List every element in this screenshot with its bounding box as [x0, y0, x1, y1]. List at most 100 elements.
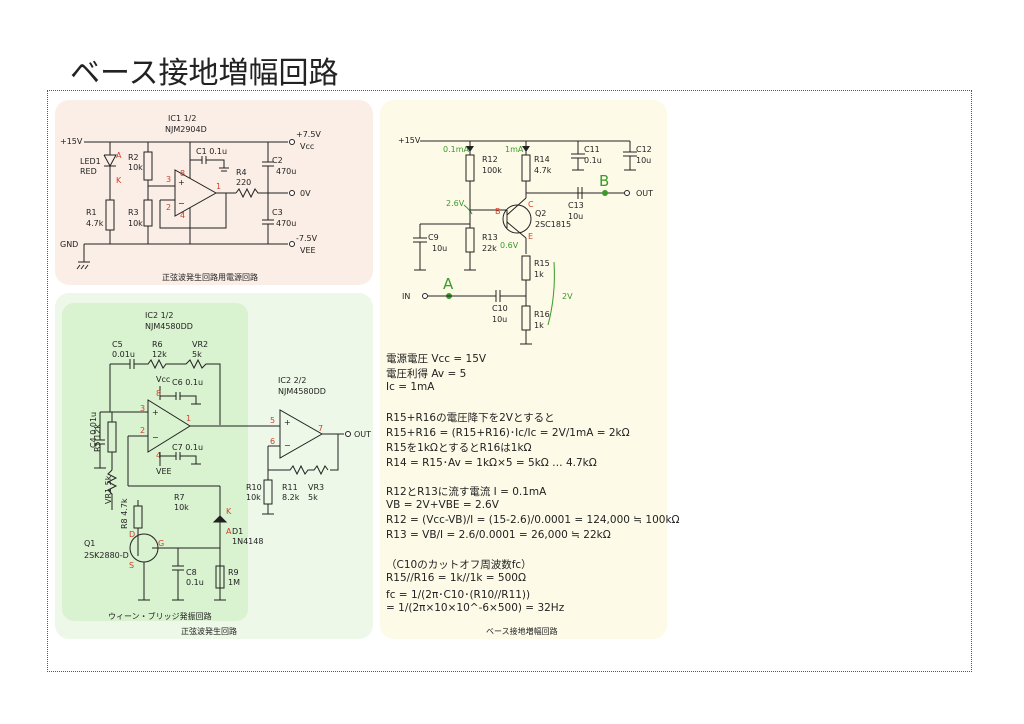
ic2b-wires: [267, 425, 344, 480]
ic2b-part: NJM4580DD: [278, 387, 326, 396]
r10-name: R10: [246, 483, 262, 492]
r10-value: 10k: [246, 493, 261, 502]
c10-name: C10: [492, 304, 508, 313]
d1-a: A: [226, 527, 232, 536]
power-vin: +15V: [60, 137, 83, 146]
c11-symbol: [571, 141, 585, 171]
r5-symbol: [107, 421, 117, 453]
r10-ground: [262, 504, 274, 515]
vr3-value: 5k: [308, 493, 318, 502]
c11-value: 0.1u: [584, 156, 602, 165]
c7-symbol: [159, 452, 201, 466]
calc-line: R14 = R15･Av = 1kΩ×5 = 5kΩ … 4.7kΩ: [386, 457, 597, 469]
ic1-wires: [148, 185, 236, 229]
amp-in-terminal: [422, 293, 428, 299]
ic2a-pin4: 4: [156, 451, 161, 460]
c5-value: 0.01u: [112, 350, 135, 359]
calc-line: R15//R16 = 1k//1k = 500Ω: [386, 572, 526, 584]
r1-symbol: [105, 199, 115, 231]
ic1-pin2: 2: [166, 203, 171, 212]
r12-symbol: [465, 154, 475, 182]
ic2b-pin5: 5: [270, 416, 275, 425]
r11-value: 8.2k: [282, 493, 300, 502]
r14-name: R14: [534, 155, 550, 164]
c12-name: C12: [636, 145, 652, 154]
ic2a-pin8: 8: [156, 389, 161, 398]
power-caption: 正弦波発生回路用電源回路: [162, 272, 258, 282]
terminal-vpos: [289, 139, 295, 145]
q1-ground: [138, 580, 150, 601]
power-vpos: +7.5V: [296, 130, 321, 139]
c13-symbol: [572, 187, 624, 199]
d1-name: D1: [232, 527, 243, 536]
q2-symbol: [502, 204, 532, 234]
c10-symbol: [428, 290, 526, 302]
c9-name: C9: [428, 233, 439, 242]
r9-value: 1M: [228, 578, 240, 587]
r15-value: 1k: [534, 270, 544, 279]
r16-symbol: [521, 305, 531, 331]
q2-leads: [506, 197, 527, 254]
ic2a-minus: −: [152, 433, 159, 442]
c1-symbol: [190, 156, 229, 172]
ic1-part: NJM2904D: [165, 125, 207, 134]
led1-symbol: [103, 142, 117, 200]
c8-name: C8: [186, 568, 197, 577]
power-vcc: Vcc: [300, 142, 314, 151]
r13-name: R13: [482, 233, 498, 242]
vr1-label: VR1 5k: [104, 475, 113, 504]
d1-k: K: [226, 507, 232, 516]
amp-caption: ベース接地増幅回路: [486, 626, 558, 636]
r9-name: R9: [228, 568, 239, 577]
v2-arrow: [547, 261, 555, 326]
r6-value: 12k: [152, 350, 167, 359]
amp-out: OUT: [636, 189, 653, 198]
c2-value: 470u: [276, 167, 296, 176]
c6-label: C6 0.1u: [172, 378, 203, 387]
ic1-pin4: 4: [180, 211, 185, 220]
base-amp-schematic: +15V 0.1mA 1mA R12 100k R14 4.7k C11 0.1…: [398, 136, 653, 636]
q2-part: 2SC1815: [535, 220, 571, 229]
r15-name: R15: [534, 259, 550, 268]
r9-symbol: [215, 565, 225, 589]
oscillator-schematic: IC2 1/2 NJM4580DD IC2 2/2 NJM4580DD C5 0…: [84, 311, 371, 636]
r4-value: 220: [236, 178, 251, 187]
amp-vin: +15V: [398, 136, 421, 145]
r12-name: R12: [482, 155, 498, 164]
c9-symbol: [413, 224, 476, 271]
r2-symbol: [143, 151, 153, 181]
power-rails: [84, 141, 288, 245]
r3-symbol: [143, 199, 153, 227]
r13-value: 22k: [482, 244, 497, 253]
c7-label: C7 0.1u: [172, 443, 203, 452]
dotted-frame: [47, 90, 972, 672]
c11-name: C11: [584, 145, 600, 154]
ic2a-input-wires: [100, 411, 148, 486]
r7-value: 10k: [174, 503, 189, 512]
calc-line: R13 = VB/I = 2.6/0.0001 = 26,000 ≒ 22kΩ: [386, 529, 611, 541]
calc-line: Ic = 1mA: [386, 381, 435, 393]
ic2b-minus: −: [284, 441, 291, 450]
r12-value: 100k: [482, 166, 502, 175]
led-k: K: [116, 176, 122, 185]
ic2a-pin2: 2: [140, 426, 145, 435]
ic2a-opamp: [147, 399, 191, 453]
ic1-plus: +: [178, 178, 185, 187]
calc-line: R15を1kΩとするとR16は1kΩ: [386, 442, 532, 454]
r14-value: 4.7k: [534, 166, 552, 175]
c10-value: 10u: [492, 315, 507, 324]
r11-vr3-symbols: [268, 464, 329, 476]
r13-wires: [420, 210, 471, 270]
osc-out: OUT: [354, 430, 371, 439]
ic2b-label: IC2 2/2: [278, 376, 306, 385]
v-base: 2.6V: [446, 199, 465, 208]
terminal-vneg: [289, 241, 295, 247]
ic1-opamp: [174, 169, 218, 217]
led-color: RED: [80, 167, 97, 176]
d1-part: 1N4148: [232, 537, 263, 546]
c4-label: C4 0.01u: [89, 412, 98, 448]
ic2a-part: NJM4580DD: [145, 322, 193, 331]
point-b-dot: [602, 190, 608, 196]
c8-value: 0.1u: [186, 578, 204, 587]
v-be: 0.6V: [500, 241, 519, 250]
